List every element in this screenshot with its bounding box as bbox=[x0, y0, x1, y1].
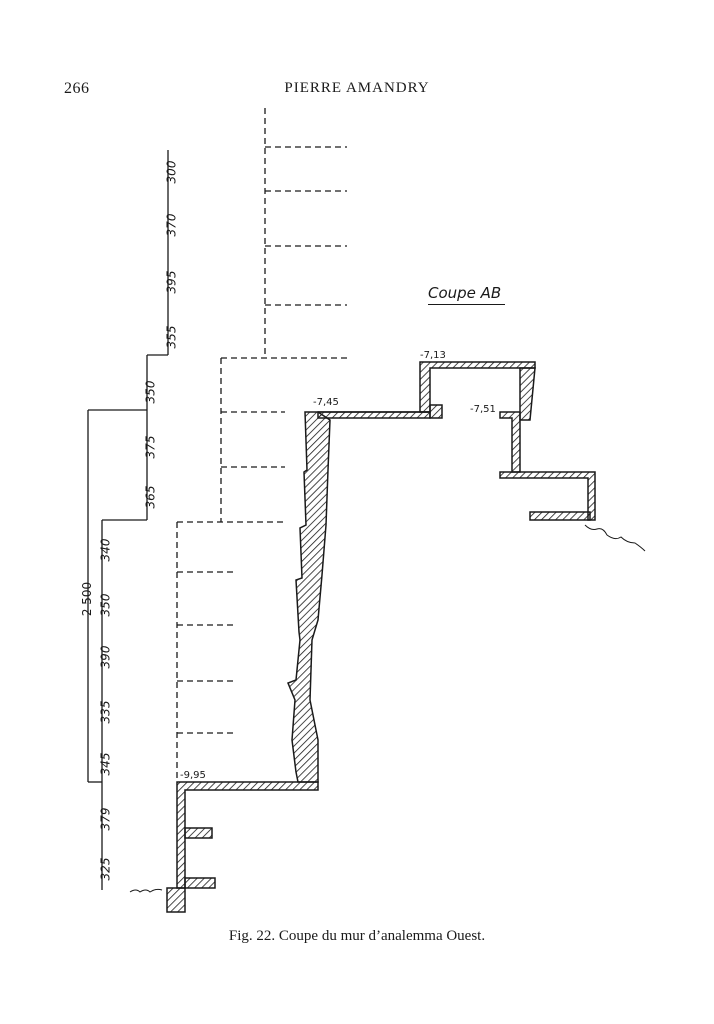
wall-profile bbox=[166, 361, 596, 913]
dimension-label: 335 bbox=[98, 700, 113, 724]
elevation-label: -9,95 bbox=[180, 770, 206, 781]
dimension-label: 390 bbox=[98, 645, 113, 669]
elevation-label: -7,45 bbox=[313, 397, 339, 408]
elevation-label: -7,13 bbox=[420, 350, 446, 361]
dimension-label: 350 bbox=[98, 593, 113, 617]
dimension-label: 325 bbox=[98, 857, 113, 881]
dashed-reference-lines bbox=[176, 108, 347, 782]
dimension-label: 379 bbox=[98, 807, 113, 831]
dimension-label: 340 bbox=[98, 538, 113, 562]
figure-caption: Fig. 22. Coupe du mur d’analemma Ouest. bbox=[228, 928, 486, 944]
dimension-label: 375 bbox=[143, 435, 158, 459]
dimension-label: 345 bbox=[98, 752, 113, 776]
ground-lines bbox=[129, 524, 646, 893]
section-label: Coupe AB bbox=[428, 284, 506, 305]
page-number: 266 bbox=[64, 80, 90, 97]
dimension-label: 395 bbox=[164, 270, 179, 294]
dimension-label: 365 bbox=[143, 485, 158, 509]
dimension-lines bbox=[87, 150, 169, 890]
dimension-label: 370 bbox=[164, 213, 179, 237]
dimension-label: 350 bbox=[143, 380, 158, 404]
elevation-label: -7,51 bbox=[470, 404, 496, 415]
dimension-label: 355 bbox=[164, 325, 179, 349]
running-head: PIERRE AMANDRY bbox=[284, 80, 430, 96]
dimension-label: 300 bbox=[164, 160, 179, 184]
overall-dimension-label: 2 500 bbox=[80, 581, 95, 617]
